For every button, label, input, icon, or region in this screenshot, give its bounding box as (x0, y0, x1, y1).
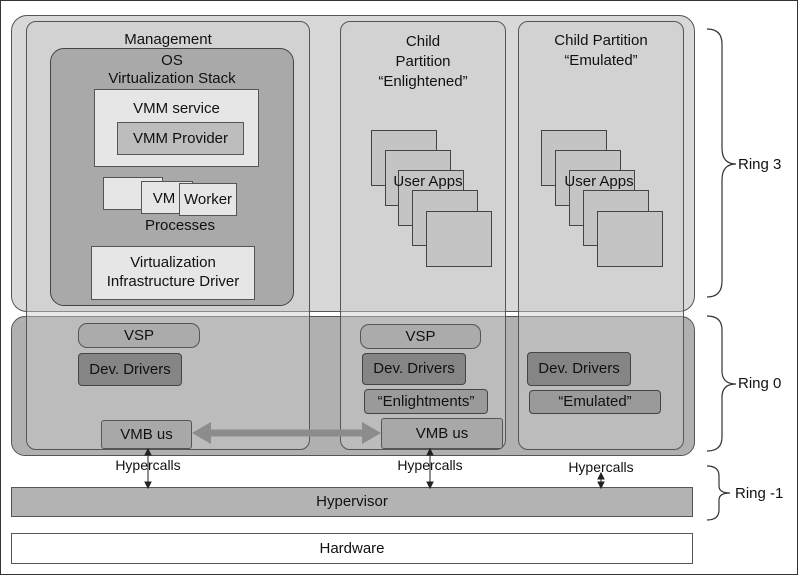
user-app-window (597, 211, 663, 267)
enlightments-box: “Enlightments” (364, 389, 488, 414)
management-vmbus: VMB us (101, 420, 192, 449)
worker-box: Worker (179, 183, 237, 216)
vm-label: VM (152, 190, 176, 207)
vid-line1: Virtualization (130, 254, 216, 271)
ring-braces (706, 28, 737, 521)
emulated-hypercalls-label: Hypercalls (568, 459, 634, 475)
emulated-box: “Emulated” (529, 390, 661, 414)
emulated-title-line2: “Emulated” (564, 52, 638, 69)
hypervisor-layer: Hypervisor (11, 487, 693, 517)
hardware-layer: Hardware (11, 533, 693, 564)
vid-box (91, 246, 255, 300)
enlightened-vsp: VSP (360, 324, 481, 349)
enlightened-dev-drivers: Dev. Drivers (362, 353, 466, 385)
ring-minus1-label: Ring -1 (735, 485, 784, 502)
vmm-service-label: VMM service (133, 100, 220, 117)
emulated-user-apps-label: User Apps (564, 173, 634, 190)
hypercall-arrows (144, 447, 605, 490)
management-vsp: VSP (78, 323, 200, 348)
management-title: Management (124, 31, 212, 48)
enlightened-title-line1: Child (405, 33, 441, 50)
os-title-line2: Virtualization Stack (108, 70, 236, 87)
vmm-provider-box: VMM Provider (117, 122, 244, 155)
os-title-line1: OS (161, 52, 183, 69)
emulated-dev-drivers: Dev. Drivers (527, 352, 631, 386)
enlightened-vmbus: VMB us (381, 418, 503, 449)
emulated-title-line1: Child Partition (554, 32, 648, 49)
processes-label: Processes (144, 217, 216, 234)
enlightened-user-apps-label: User Apps (393, 173, 463, 190)
ring0-label: Ring 0 (738, 375, 782, 392)
enlightened-title-line2: Partition (395, 53, 451, 70)
vmbus-double-arrow (192, 422, 381, 444)
ring3-label: Ring 3 (738, 156, 782, 173)
vid-line2: Infrastructure Driver (106, 273, 240, 290)
enlightened-title-line3: “Enlightened” (378, 73, 468, 90)
user-app-window (426, 211, 492, 267)
management-dev-drivers: Dev. Drivers (78, 353, 182, 386)
